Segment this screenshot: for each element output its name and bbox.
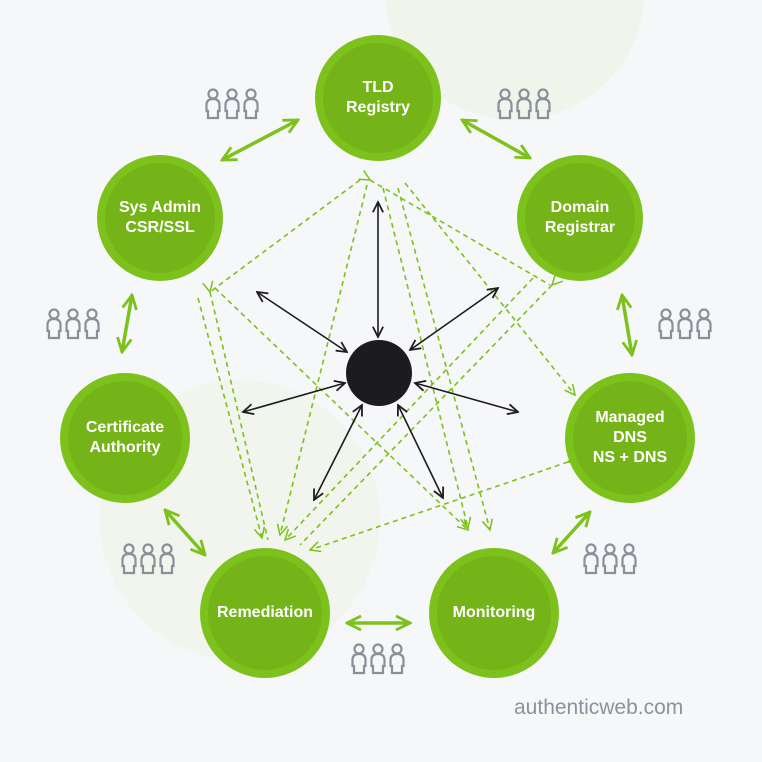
people-group-icon — [46, 308, 100, 340]
node-inner-remediation — [208, 556, 322, 670]
node-label-line: Remediation — [216, 604, 313, 621]
node-label-line: Managed — [595, 409, 665, 426]
people-group-icon — [205, 88, 259, 120]
node-label-line: Sys Admin — [118, 199, 202, 216]
node-label-line: Domain — [550, 199, 610, 216]
node-label-monitoring: Monitoring — [429, 603, 559, 623]
node-label-line: Monitoring — [452, 604, 536, 621]
footer-brand: authenticweb.com — [514, 696, 684, 719]
node-inner-tld — [323, 43, 433, 153]
peer-connections — [122, 118, 632, 623]
hub-node — [346, 340, 412, 406]
node-label-line: Registry — [345, 99, 411, 116]
node-label-line: Authority — [89, 439, 161, 456]
node-inner-sysadmin — [105, 163, 215, 273]
node-inner-registrar — [525, 163, 635, 273]
node-label-remediation: Remediation — [200, 603, 330, 623]
node-label-line: CSR/SSL — [125, 219, 195, 236]
node-inner-dns — [573, 381, 687, 495]
people-group-icon — [351, 643, 405, 675]
node-label-line: TLD — [362, 79, 394, 96]
node-inner-ca — [68, 381, 182, 495]
node-label-line: NS + DNS — [592, 449, 668, 466]
people-group-icon — [658, 308, 712, 340]
node-label-line: DNS — [613, 429, 647, 446]
node-label-line: Certificate — [85, 419, 165, 436]
node-label-line: Registrar — [544, 219, 616, 236]
hub-connections — [243, 202, 518, 500]
people-group-icon — [583, 543, 637, 575]
node-inner-monitoring — [437, 556, 551, 670]
node-label-tld: TLD Registry — [313, 78, 443, 118]
